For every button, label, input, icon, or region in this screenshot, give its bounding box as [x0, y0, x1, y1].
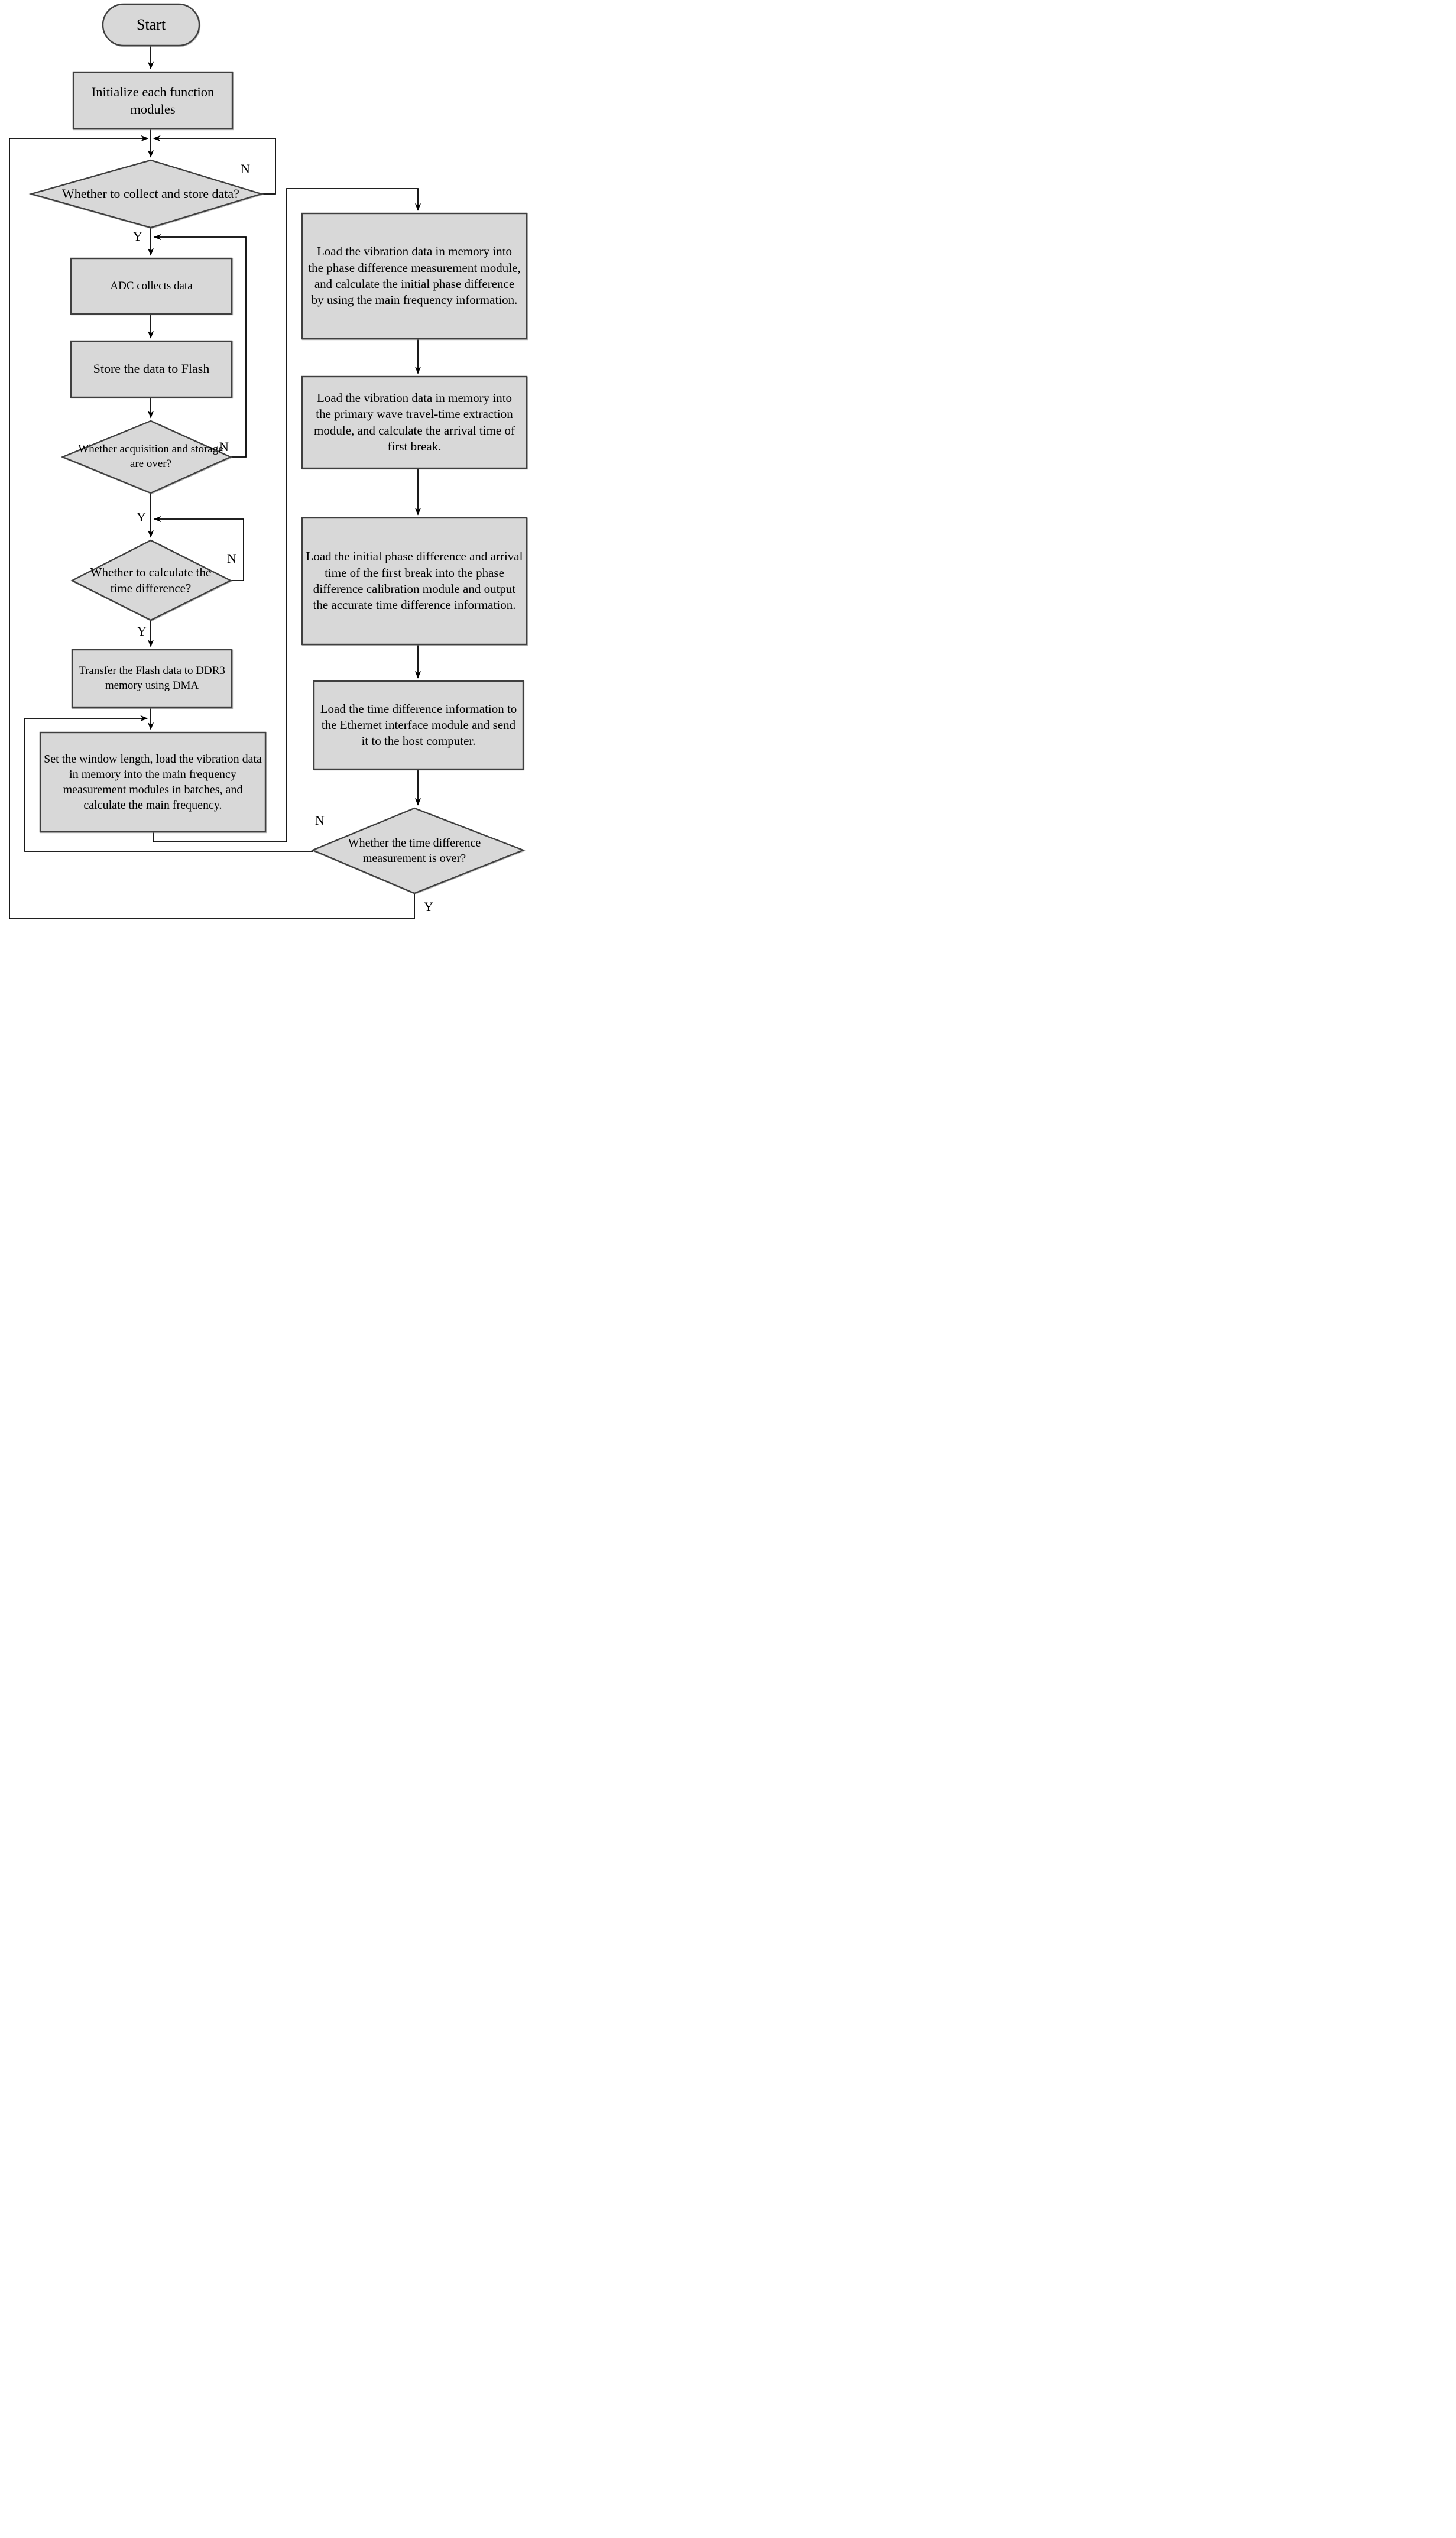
ethernet-node-shape — [313, 680, 524, 770]
loop-measure-over-yes-to-top-merge — [9, 135, 415, 919]
collect-yes-label: Y — [133, 229, 142, 244]
adc-node-label: ADC collects data — [110, 279, 193, 292]
loop-measure-over-no-to-set-window — [24, 715, 313, 852]
calc-yes-label: Y — [137, 624, 147, 638]
acq-over-yes-label: Y — [137, 510, 146, 524]
loop-acq-over-no-to-adc — [153, 234, 247, 458]
calc-decision-label: Whether to calculate the time difference… — [90, 565, 212, 595]
collect-decision-label: Whether to collect and store data? — [62, 186, 239, 201]
travel-time-node-shape — [301, 375, 528, 469]
start-node-shape — [102, 3, 200, 47]
start-node-label: Start — [136, 16, 166, 34]
ethernet-node-label: Load the time difference information to … — [320, 701, 517, 748]
store-flash-node-shape — [70, 340, 233, 398]
measure-over-decision-label: Whether the time difference measurement … — [348, 837, 481, 865]
flowchart-diagram — [9, 3, 528, 919]
measure-over-decision-shape — [310, 807, 526, 894]
acq-over-no-label: N — [219, 439, 229, 454]
set-window-node-label: Set the window length, load the vibratio… — [44, 753, 262, 812]
calc-no-label: N — [227, 551, 236, 566]
measure-over-no-label: N — [315, 813, 325, 828]
calibration-node-label: Load the initial phase difference and ar… — [306, 549, 523, 612]
calc-decision-shape — [70, 539, 232, 621]
travel-time-node-label: Load the vibration data in memory into t… — [314, 390, 515, 453]
init-node-label: Initialize each function modules — [91, 84, 215, 116]
collect-decision-shape — [28, 159, 264, 229]
measure-over-yes-label: Y — [424, 899, 433, 914]
init-node-shape — [72, 71, 234, 130]
transfer-dma-node-label: Transfer the Flash data to DDR3 memory u… — [79, 665, 225, 692]
flowchart-canvas: Start Initialize each function modules W… — [0, 0, 532, 928]
acq-over-decision-shape — [60, 420, 232, 494]
phase-diff-node-shape — [301, 212, 528, 340]
collect-no-label: N — [241, 161, 250, 176]
arrow-set-window-to-phase-diff — [153, 188, 421, 842]
set-window-node-shape — [39, 731, 267, 833]
store-flash-node-label: Store the data to Flash — [93, 361, 210, 377]
transfer-dma-node-shape — [71, 649, 233, 709]
calibration-node-shape — [301, 517, 528, 646]
phase-diff-node-label: Load the vibration data in memory into t… — [308, 244, 521, 307]
acq-over-decision-label: Whether acquisition and storage are over… — [78, 443, 223, 470]
loop-collect-no-to-top-merge — [153, 135, 276, 195]
loop-calc-no-to-entry — [153, 516, 244, 581]
adc-node-shape — [70, 257, 233, 315]
